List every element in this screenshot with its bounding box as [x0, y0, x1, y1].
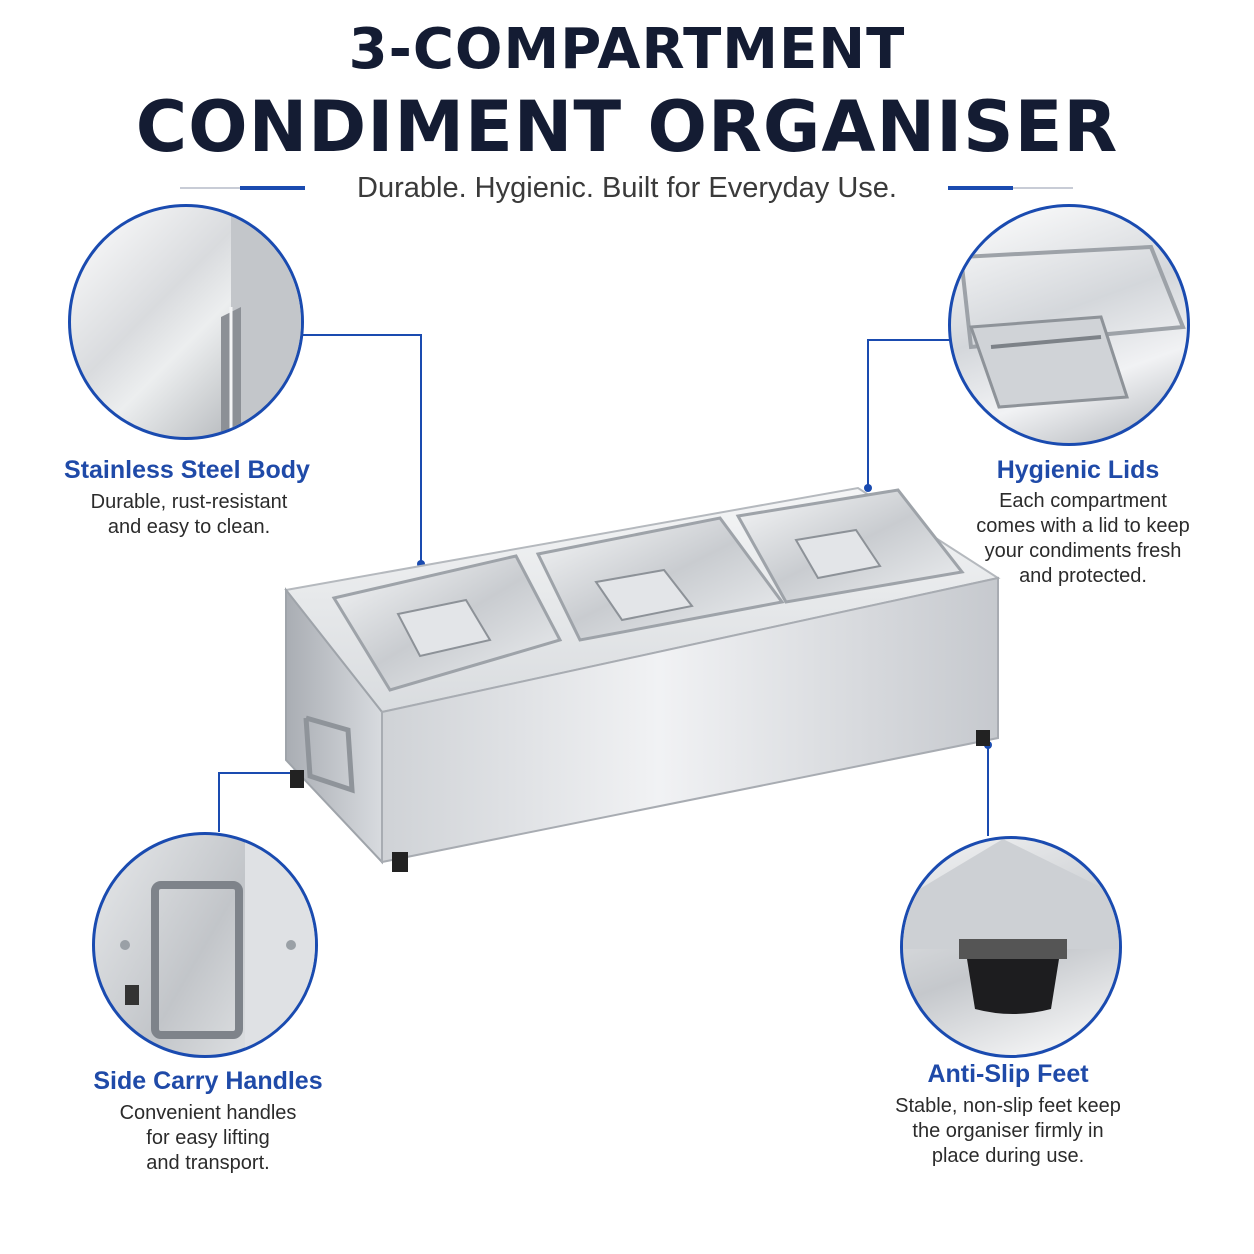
feature-desc-handles: Convenient handles for easy lifting and … [60, 1101, 356, 1176]
feature-desc-lids-line-2: comes with a lid to keep [976, 515, 1190, 537]
feature-desc-feet-line-1: Stable, non-slip feet keep [895, 1095, 1121, 1117]
subtitle-rule-right [948, 186, 1073, 190]
feature-title-lids: Hygienic Lids [996, 456, 1160, 484]
subtitle-rule-left [180, 186, 305, 190]
feature-desc-handles-line-1: Convenient handles [119, 1102, 297, 1124]
feature-desc-lids-line-4: and protected. [1019, 565, 1147, 587]
feature-desc-lids-line-1: Each compartment [999, 490, 1167, 512]
title-line-2: CONDIMENT ORGANISER [135, 86, 1119, 168]
feature-title-steel: Stainless Steel Body [64, 456, 310, 484]
lid-closeup [948, 204, 1190, 446]
feature-desc-feet-line-2: the organiser firmly in [912, 1120, 1104, 1142]
title-line-1: 3-COMPARTMENT [348, 17, 906, 82]
feet-closeup [900, 836, 1122, 1058]
feature-desc-steel-line-1: Durable, rust-resistant [90, 491, 288, 513]
feature-desc-feet: Stable, non-slip feet keep the organiser… [858, 1094, 1158, 1169]
feature-title-handles: Side Carry Handles [93, 1067, 323, 1095]
feature-desc-lids-line-3: your condiments fresh [984, 540, 1182, 562]
feature-desc-steel-line-2: and easy to clean. [107, 516, 271, 538]
feature-desc-feet-line-3: place during use. [931, 1145, 1085, 1167]
feature-desc-handles-line-3: and transport. [146, 1152, 270, 1174]
subtitle: Durable. Hygienic. Built for Everyday Us… [357, 172, 897, 204]
feature-desc-lids: Each compartment comes with a lid to kee… [938, 489, 1228, 589]
stainless-steel-closeup [68, 204, 304, 440]
feature-title-feet: Anti-Slip Feet [927, 1060, 1089, 1088]
feature-desc-steel: Durable, rust-resistant and easy to clea… [44, 490, 334, 540]
handle-closeup [92, 832, 318, 1058]
feature-desc-handles-line-2: for easy lifting [146, 1127, 270, 1149]
